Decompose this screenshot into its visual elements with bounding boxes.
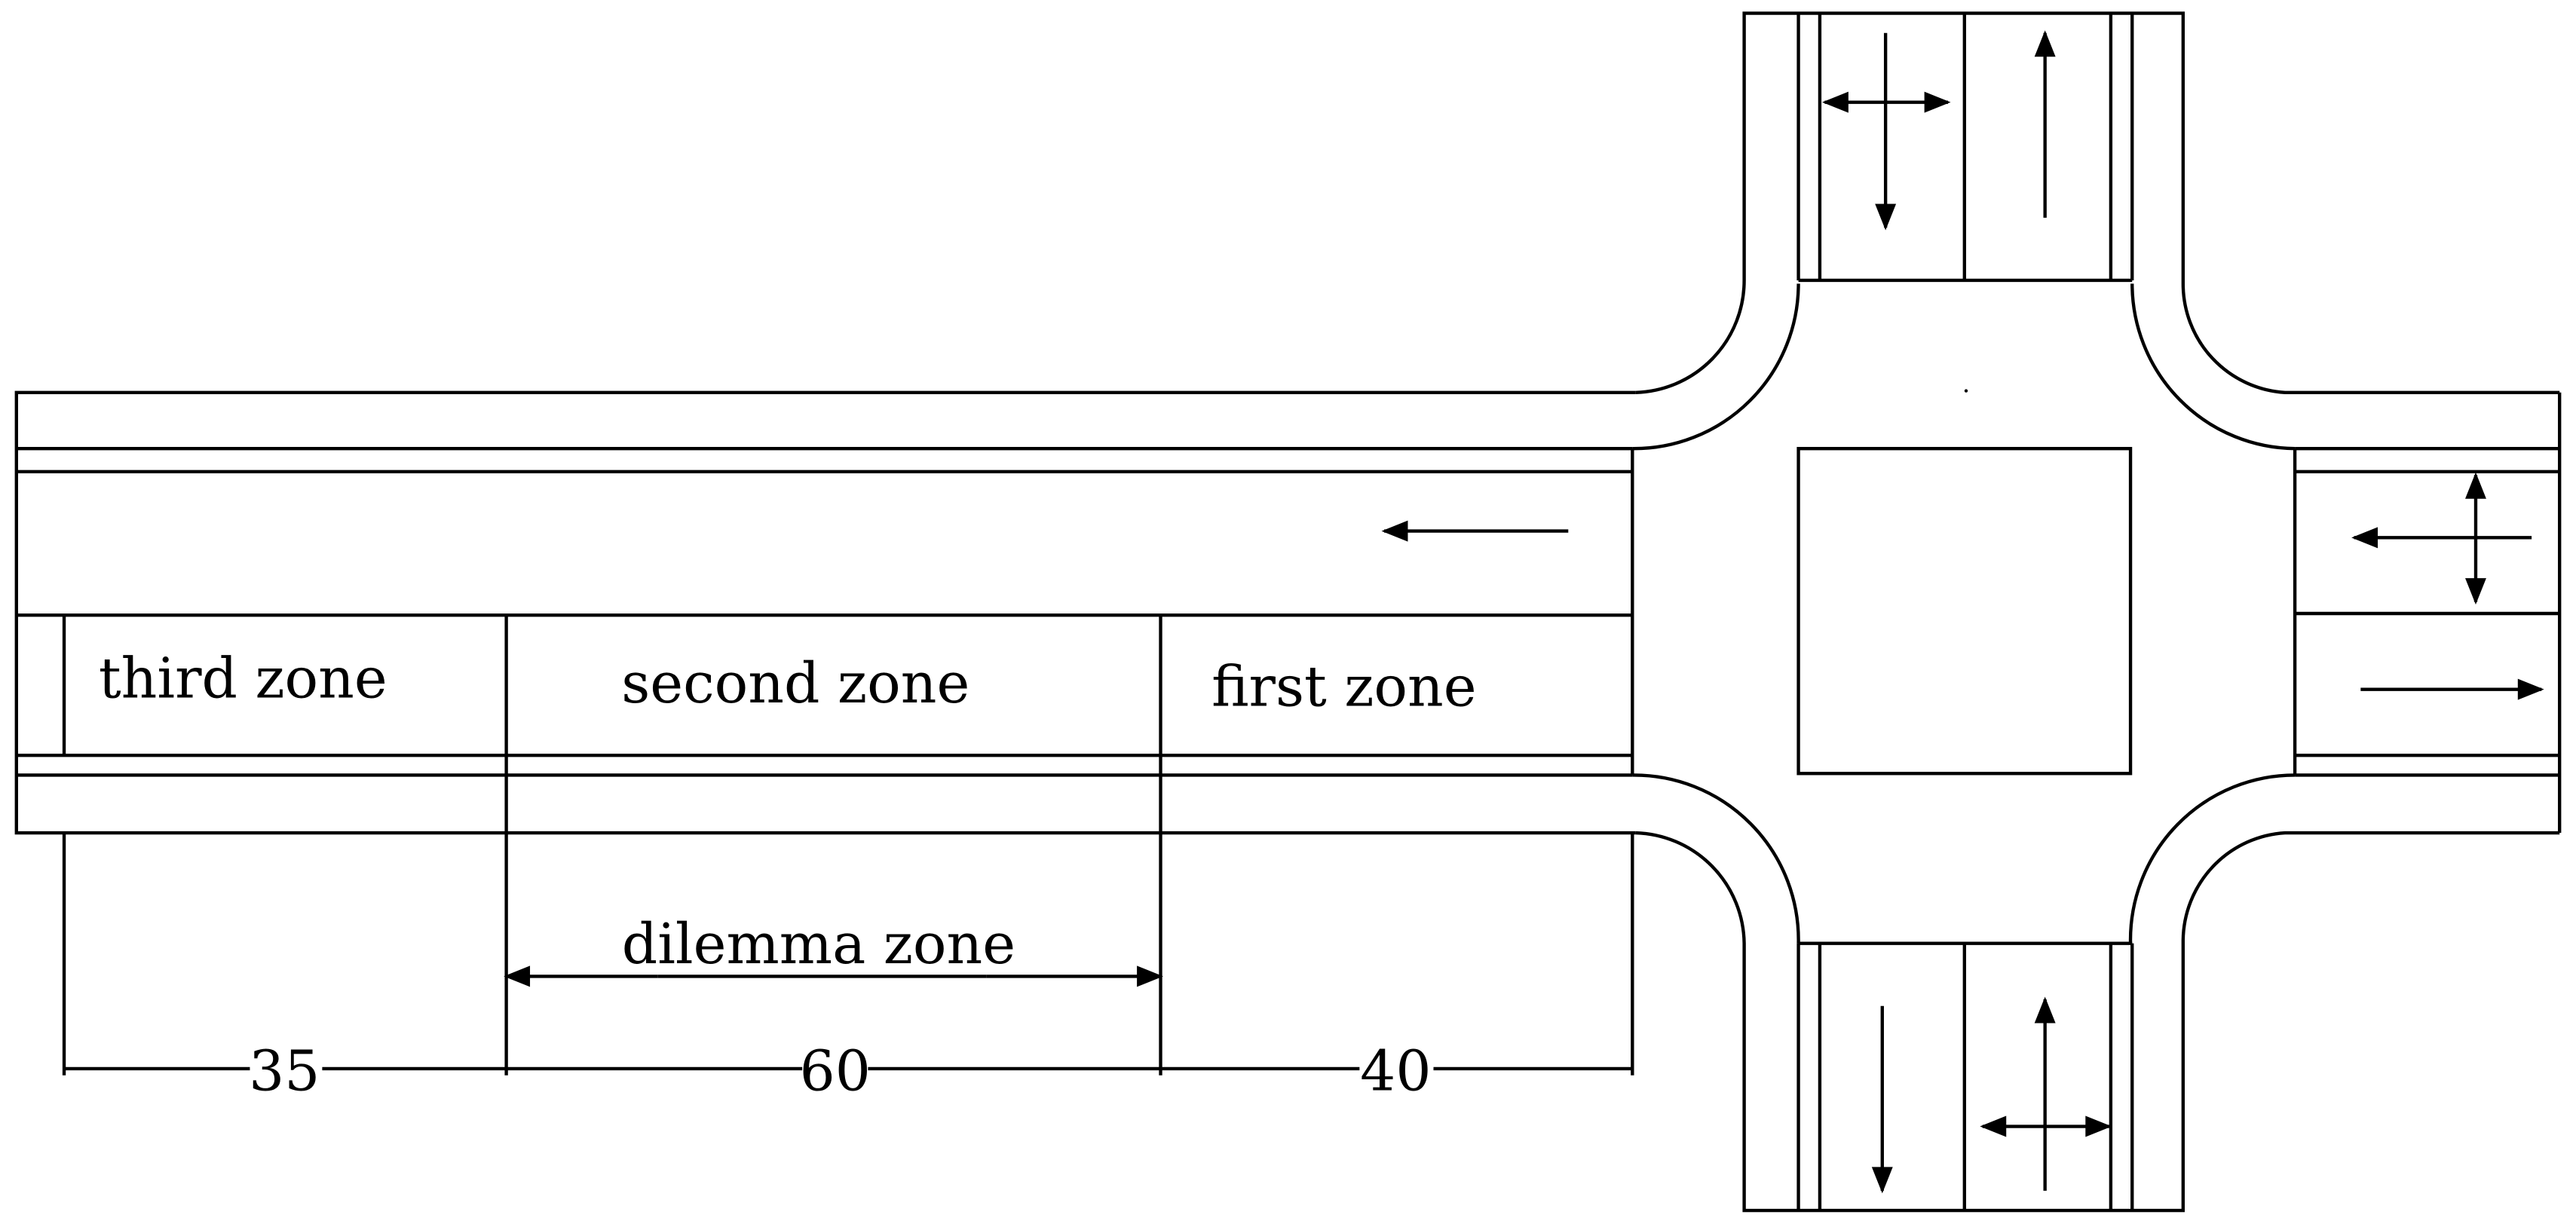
length-dimension: 35 60 40 (62, 833, 1634, 1103)
south-approach-road (1635, 831, 2560, 1213)
dilemma-zone-dimension: dilemma zone (504, 911, 1163, 987)
west-approach-road (14, 390, 1636, 835)
third-zone-label: third zone (99, 645, 387, 711)
east-approach-road (2293, 392, 2562, 834)
north-approach-road (1635, 11, 2560, 394)
lane-arrows (1381, 30, 2544, 1194)
zone-dividers (62, 615, 1162, 834)
dimension-first: 40 (1360, 1038, 1431, 1103)
dilemma-zone-label: dilemma zone (622, 911, 1015, 977)
first-zone-label: first zone (1211, 653, 1477, 719)
second-zone-label: second zone (621, 650, 969, 716)
dimension-second: 60 (800, 1038, 871, 1103)
central-island (1796, 446, 2133, 776)
dimension-third: 35 (249, 1038, 320, 1103)
inner-corner-curves (1632, 283, 2296, 944)
center-dot (1964, 389, 1968, 393)
